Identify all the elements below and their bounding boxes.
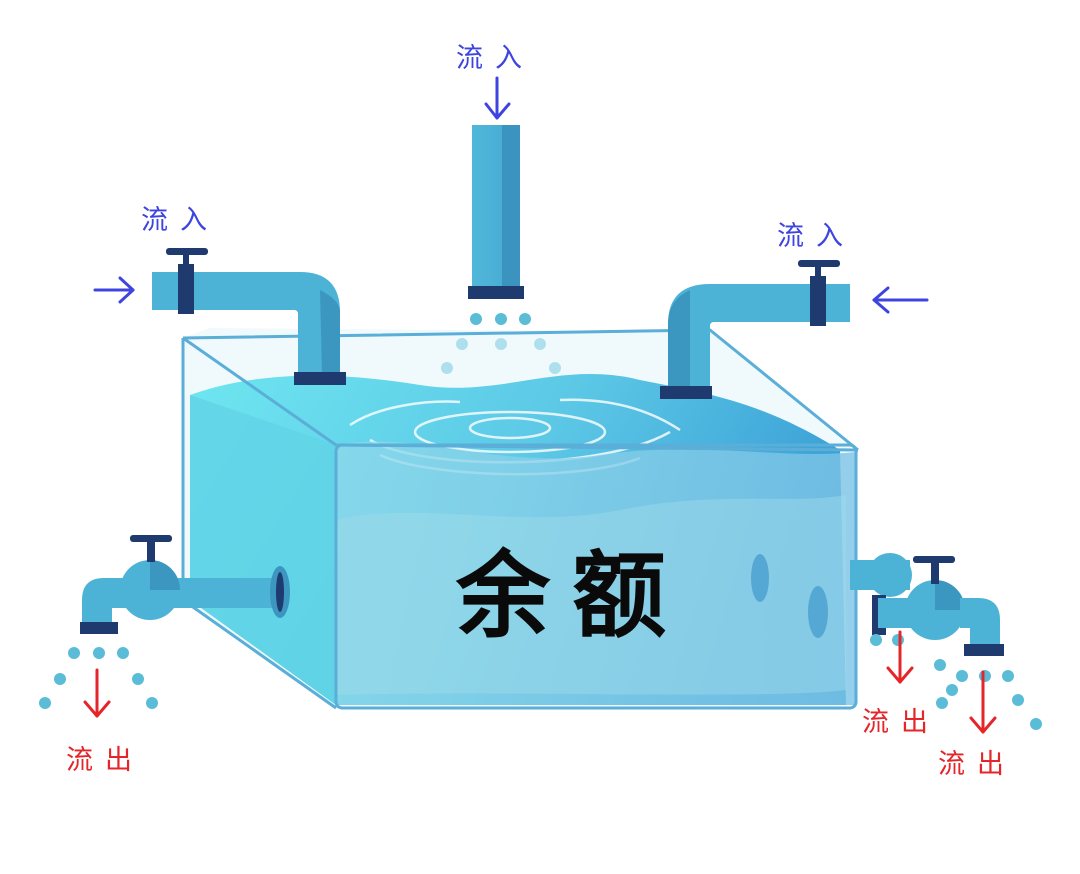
right-outflow-faucet-2 [878,556,1004,656]
left-inflow-pipe [152,248,346,385]
outflow-label-right-1: 流出 [862,707,940,738]
right-outflow-droplets [870,634,1042,730]
right-inflow-pipe [660,260,850,399]
left-outflow-droplets [39,647,158,709]
top-inflow-arrow [484,76,511,120]
right-outflow-faucet-1 [850,553,912,635]
right-outflow-arrow-2 [969,670,997,734]
tank [181,328,859,710]
inflow-label-left: 流入 [141,205,219,236]
left-outflow-arrow [83,668,111,718]
right-inflow-arrow [872,286,929,314]
tank-title: 余额 [456,542,689,651]
top-inflow-pipe [468,125,524,299]
left-inflow-arrow [93,276,135,304]
inflow-label-right: 流入 [777,221,855,252]
inflow-label-top: 流入 [456,43,534,74]
left-outflow-faucet [80,535,290,634]
outflow-label-left: 流出 [66,745,144,776]
right-outflow-arrow-1 [886,630,914,684]
outflow-label-right-2: 流出 [938,749,1016,780]
